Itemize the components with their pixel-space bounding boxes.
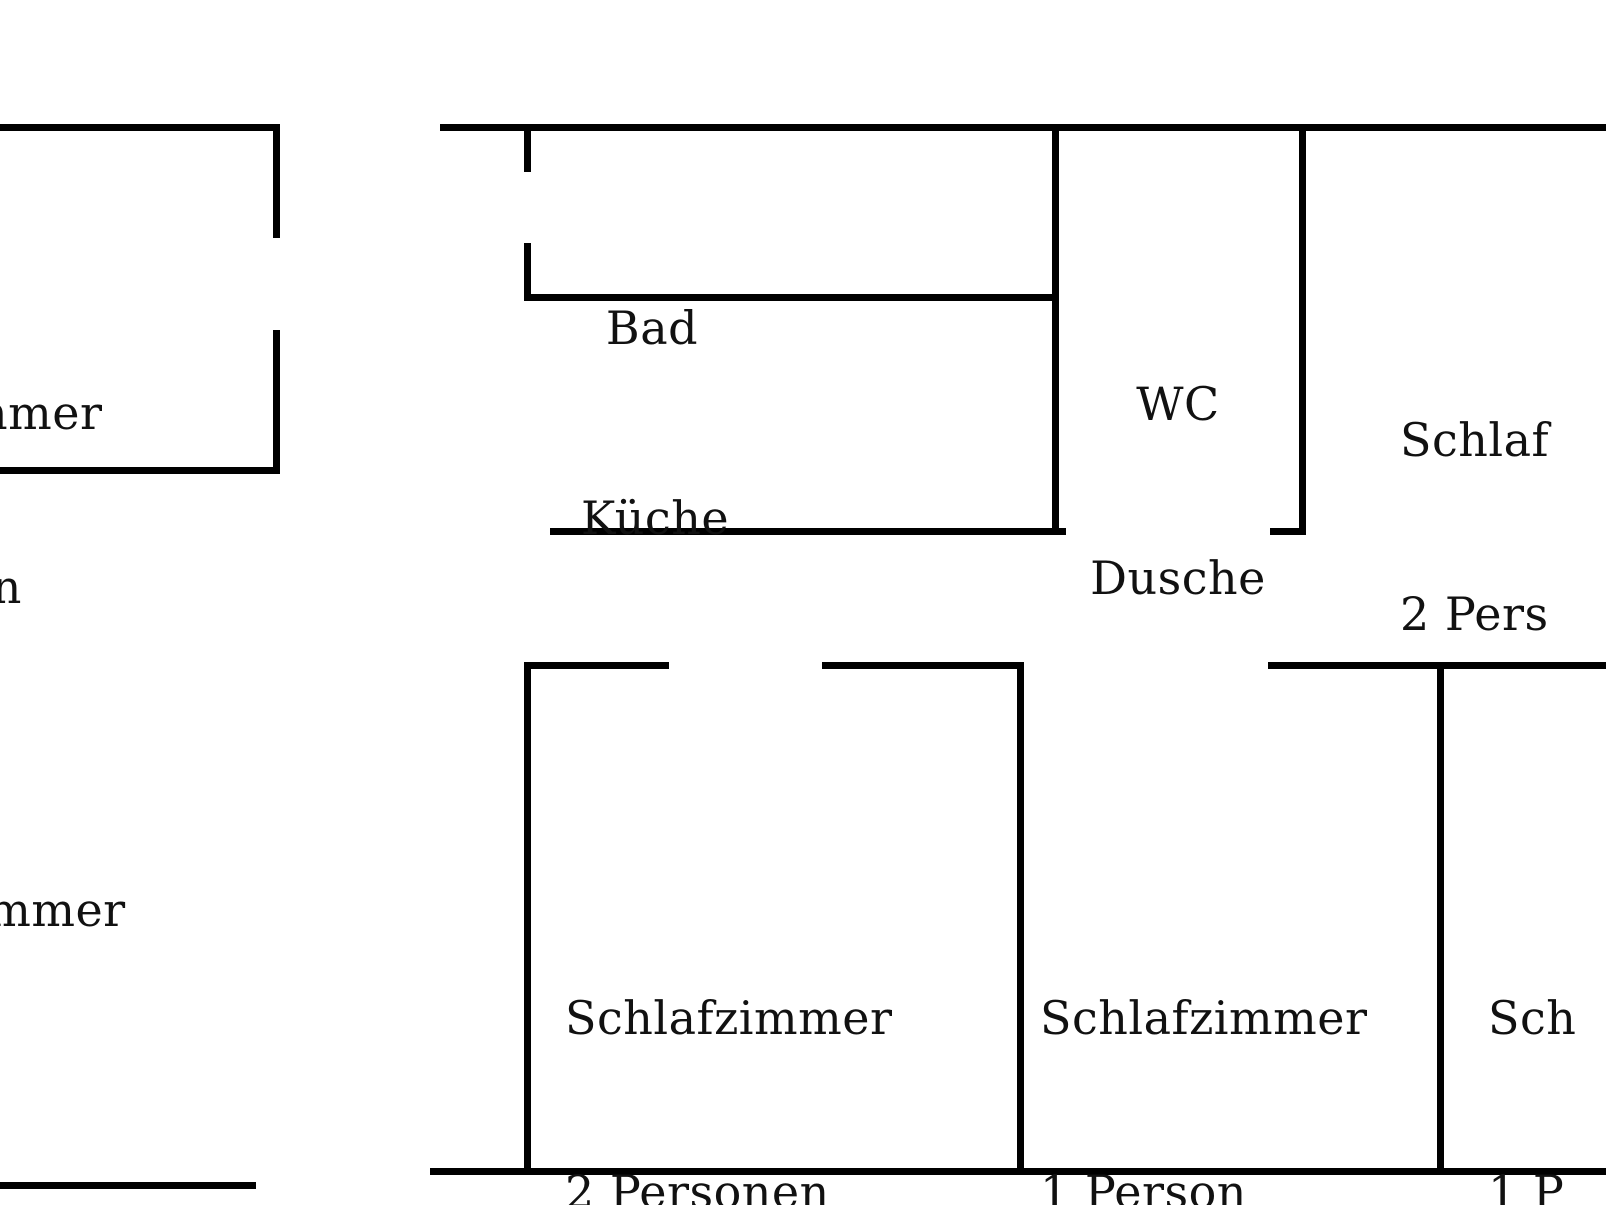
wall-bedroom1-top-left-seg <box>524 662 669 669</box>
wall-bottom-left-stub <box>0 1182 256 1189</box>
wall-bad-left-upper <box>524 128 531 172</box>
room-label-schlaf-b3: Sch 1 P <box>1488 873 1606 1205</box>
room-label-schlaf-b1: Schlafzimmer 2 Personen <box>565 873 985 1205</box>
wall-bottom-outer <box>430 1168 1606 1175</box>
room-label-schlaf-b3-line2: 1 P <box>1488 1165 1565 1205</box>
wall-left-room-right-lower <box>273 330 280 474</box>
room-label-schlaf-b2: Schlafzimmer 1 Person <box>1040 873 1460 1205</box>
room-label-kueche: Küche <box>513 373 797 663</box>
wall-bedroom1-right <box>1017 662 1024 1175</box>
wall-bedroom1-left <box>524 662 531 1175</box>
room-label-schlaf-b3-line1: Sch <box>1488 991 1577 1045</box>
wall-left-room-right-upper <box>273 124 280 238</box>
wall-wc-bottom-stub <box>1040 528 1066 535</box>
wall-bad-left-lower <box>524 243 531 300</box>
wall-wc-right <box>1299 124 1306 535</box>
room-label-schlaf-b1-line2: 2 Personen <box>565 1165 830 1205</box>
room-label-wc-dusche: WC Dusche <box>1060 259 1296 723</box>
room-label-schlaf-b1-line1: Schlafzimmer <box>565 991 893 1045</box>
room-label-schlaf-top-right-line1: Schlaf <box>1400 413 1550 467</box>
wall-left-room-bottom <box>0 467 280 474</box>
wall-top-outer-horizontal <box>440 124 1606 131</box>
room-label-wc-line1: WC <box>1136 377 1220 431</box>
room-label-bad-line1: Bad <box>605 301 699 355</box>
room-label-bad: Bad <box>520 183 784 473</box>
room-label-left-bottom: immer <box>0 765 232 1055</box>
room-label-left-top: mmer en <box>0 268 184 732</box>
wall-bedroom2-right <box>1437 662 1444 1175</box>
wall-kueche-bottom <box>550 528 1059 535</box>
room-label-left-top-line2: en <box>0 560 22 614</box>
room-label-schlaf-b2-line2: 1 Person <box>1040 1165 1247 1205</box>
room-label-left-top-line1: mmer <box>0 386 103 440</box>
room-label-wc-line2: Dusche <box>1090 551 1266 605</box>
wall-top-left-horizontal <box>0 124 280 131</box>
wall-wc-left <box>1052 124 1059 535</box>
wall-bad-kueche-divider <box>524 294 1059 301</box>
room-label-kueche-line1: Küche <box>580 491 730 545</box>
room-label-schlaf-b2-line1: Schlafzimmer <box>1040 991 1368 1045</box>
room-label-left-bottom-line1: immer <box>0 883 126 937</box>
room-label-schlaf-top-right: Schlaf 2 Pers <box>1400 295 1606 759</box>
wall-bedroom1-top-right-seg <box>822 662 1024 669</box>
room-label-schlaf-top-right-line2: 2 Pers <box>1400 587 1549 641</box>
wall-schlaf-topright-bottom-stub <box>1270 528 1306 535</box>
